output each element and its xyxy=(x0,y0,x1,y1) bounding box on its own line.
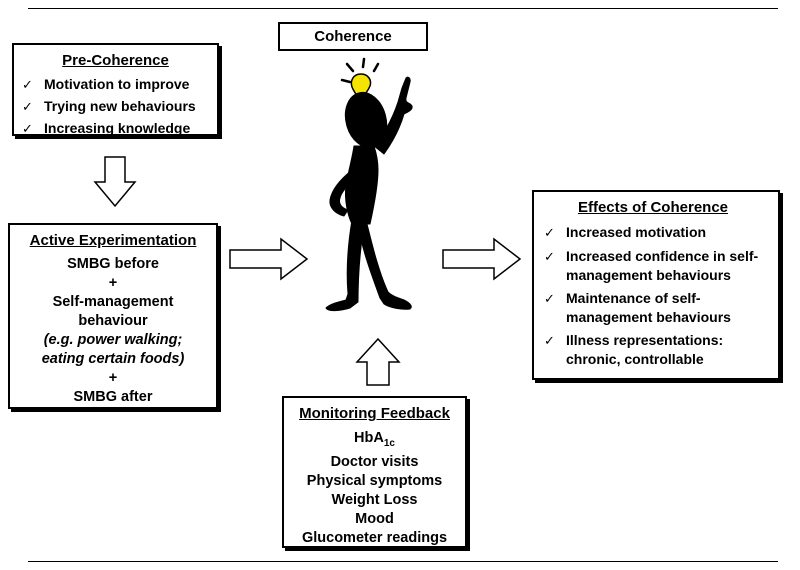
active-experimentation-lines: SMBG before + Self-management behaviour … xyxy=(10,255,216,407)
text-line: Physical symptoms xyxy=(306,472,443,489)
bottom-rule xyxy=(28,561,778,562)
effects-of-coherence-box: Effects of Coherence ✓Increased motivati… xyxy=(532,190,780,380)
pre-coherence-title: Pre-Coherence xyxy=(62,52,169,69)
text-line: HbA1c xyxy=(284,429,465,453)
check-icon: ✓ xyxy=(22,77,33,92)
effects-list: ✓Increased motivation ✓Increased confide… xyxy=(534,223,772,369)
text-line: eating certain foods) xyxy=(41,351,185,367)
pre-coherence-list: ✓Motivation to improve ✓Trying new behav… xyxy=(14,76,217,137)
text-line: SMBG before xyxy=(67,256,159,272)
check-icon: ✓ xyxy=(544,333,555,348)
down-arrow-icon xyxy=(93,156,137,208)
up-arrow-icon xyxy=(355,337,401,386)
active-experimentation-box: Active Experimentation SMBG before + Sel… xyxy=(8,223,218,409)
list-item: ✓Motivation to improve xyxy=(22,76,190,92)
list-item: ✓Trying new behaviours xyxy=(22,98,196,114)
active-experimentation-title: Active Experimentation xyxy=(29,232,197,249)
text-line: (e.g. power walking; xyxy=(43,332,183,348)
text-line: + xyxy=(108,275,118,291)
text-line: SMBG after xyxy=(73,389,153,405)
right-arrow-icon xyxy=(229,237,309,281)
effects-title: Effects of Coherence xyxy=(577,199,729,216)
text-line: Self-management xyxy=(52,294,174,310)
list-item: ✓Increased confidence in self-management… xyxy=(544,248,759,283)
text-line: Doctor visits xyxy=(330,453,419,470)
check-icon: ✓ xyxy=(22,99,33,114)
monitoring-lines: HbA1c Doctor visits Physical symptoms We… xyxy=(284,429,465,548)
list-item: ✓Increased motivation xyxy=(544,224,707,240)
list-item: ✓Illness representations: chronic, contr… xyxy=(544,332,724,367)
hba1c-label: HbA xyxy=(354,430,384,446)
monitoring-title: Monitoring Feedback xyxy=(299,405,450,422)
coherence-title-box: Coherence xyxy=(278,22,428,51)
text-line: + xyxy=(108,370,118,386)
text-line: Glucometer readings xyxy=(301,529,448,546)
check-icon: ✓ xyxy=(544,249,555,264)
text-line: Weight Loss xyxy=(331,491,418,508)
right-arrow-icon xyxy=(442,237,522,281)
monitoring-feedback-box: Monitoring Feedback HbA1c Doctor visits … xyxy=(282,396,467,548)
text-line: Mood xyxy=(355,510,394,527)
check-icon: ✓ xyxy=(544,225,555,240)
check-icon: ✓ xyxy=(544,291,555,306)
list-item: ✓Maintenance of self-management behaviou… xyxy=(544,290,731,325)
list-item: ✓Increasing knowledge xyxy=(22,120,191,136)
top-rule xyxy=(28,8,778,9)
pre-coherence-box: Pre-Coherence ✓Motivation to improve ✓Tr… xyxy=(12,43,219,136)
text-line: behaviour xyxy=(78,313,148,329)
hba1c-subscript: 1c xyxy=(383,437,395,449)
coherence-title: Coherence xyxy=(314,28,392,45)
check-icon: ✓ xyxy=(22,121,33,136)
thinking-stick-figure-icon xyxy=(325,76,413,312)
